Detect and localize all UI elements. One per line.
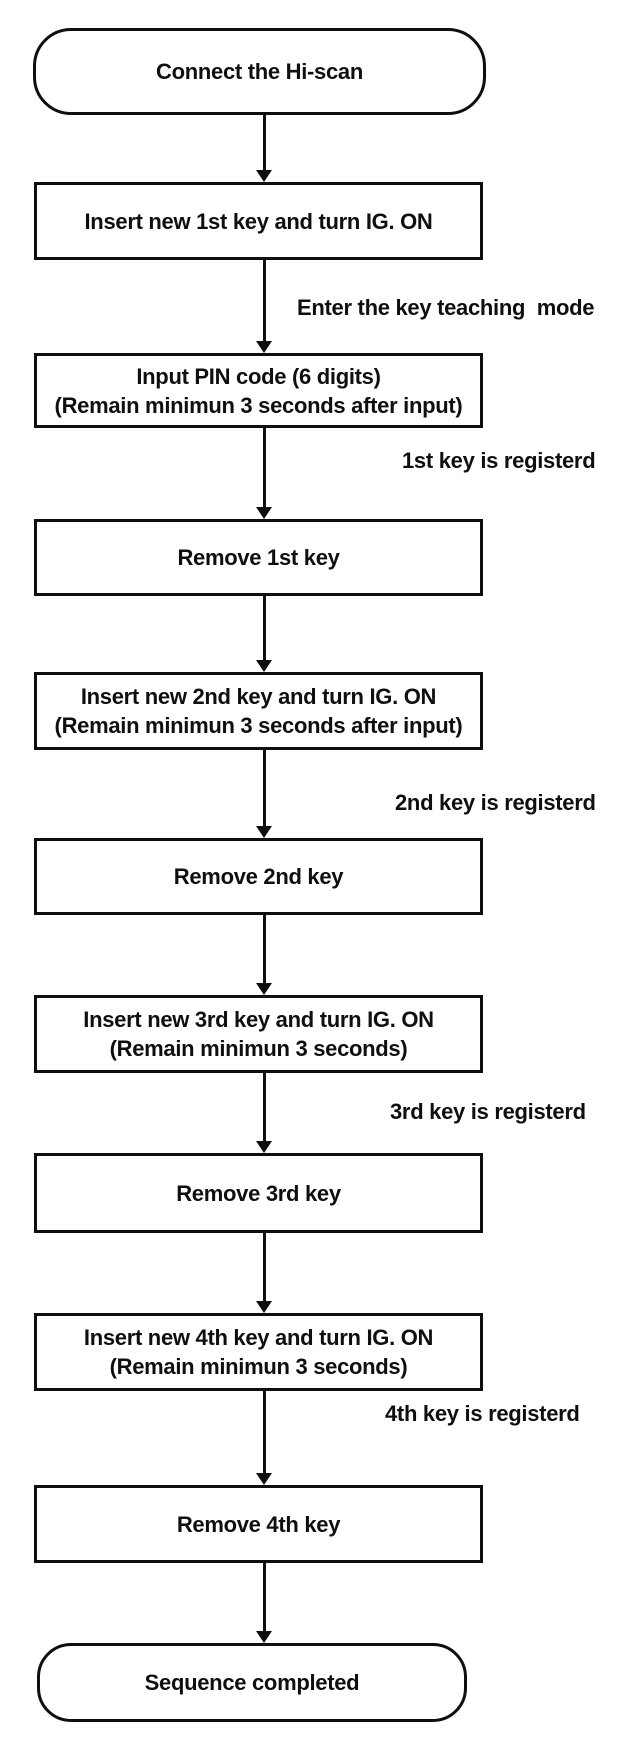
arrow-line xyxy=(262,260,266,343)
node-label-line2: (Remain minimun 3 seconds after input) xyxy=(54,713,463,738)
edge-label-2nd-key-registered: 2nd key is registerd xyxy=(395,790,596,815)
node-insert-4th-key: Insert new 4th key and turn IG. ON (Rema… xyxy=(34,1313,483,1391)
arrow-line xyxy=(262,115,266,172)
node-remove-3rd-key: Remove 3rd key xyxy=(34,1153,483,1233)
arrow-head-icon xyxy=(256,170,272,182)
node-label: Connect the Hi-scan xyxy=(156,59,363,84)
arrow-head-icon xyxy=(256,1631,272,1643)
node-label: Remove 1st key xyxy=(177,545,340,570)
arrow-head-icon xyxy=(256,341,272,353)
down-arrow-7 xyxy=(251,1073,277,1153)
node-label-line2: (Remain minimun 3 seconds) xyxy=(109,1036,408,1061)
edge-label-1st-key-registered: 1st key is registerd xyxy=(402,448,596,473)
node-remove-2nd-key: Remove 2nd key xyxy=(34,838,483,915)
down-arrow-10 xyxy=(251,1563,277,1643)
arrow-line xyxy=(262,1391,266,1475)
arrow-head-icon xyxy=(256,660,272,672)
node-insert-2nd-key: Insert new 2nd key and turn IG. ON (Rema… xyxy=(34,672,483,750)
down-arrow-9 xyxy=(251,1391,277,1485)
arrow-line xyxy=(262,1073,266,1143)
arrow-head-icon xyxy=(256,1301,272,1313)
node-label-line1: Input PIN code (6 digits) xyxy=(136,363,381,389)
node-insert-3rd-key: Insert new 3rd key and turn IG. ON (Rema… xyxy=(34,995,483,1073)
node-remove-4th-key: Remove 4th key xyxy=(34,1485,483,1563)
down-arrow-6 xyxy=(251,915,277,995)
node-label: Remove 4th key xyxy=(176,1511,341,1537)
arrow-head-icon xyxy=(256,1473,272,1485)
arrow-line xyxy=(262,750,266,828)
node-label: Insert new 1st key and turn IG. ON xyxy=(84,208,433,234)
node-insert-1st-key: Insert new 1st key and turn IG. ON xyxy=(34,182,483,260)
node-label-line1: Insert new 2nd key and turn IG. ON xyxy=(80,684,437,709)
down-arrow-5 xyxy=(251,750,277,838)
node-remove-1st-key: Remove 1st key xyxy=(34,519,483,596)
down-arrow-2 xyxy=(251,260,277,353)
arrow-line xyxy=(262,915,266,985)
down-arrow-4 xyxy=(251,596,277,672)
down-arrow-8 xyxy=(251,1233,277,1313)
arrow-head-icon xyxy=(256,826,272,838)
node-label-line1: Insert new 3rd key and turn IG. ON xyxy=(83,1007,434,1032)
arrow-head-icon xyxy=(256,1141,272,1153)
node-sequence-completed: Sequence completed xyxy=(37,1643,467,1722)
node-connect-hi-scan: Connect the Hi-scan xyxy=(33,28,486,115)
node-label-line2: (Remain minimun 3 seconds after input) xyxy=(54,392,463,418)
node-input-pin-code: Input PIN code (6 digits) (Remain minimu… xyxy=(34,353,483,428)
arrow-head-icon xyxy=(256,507,272,519)
arrow-line xyxy=(262,596,266,662)
arrow-line xyxy=(262,1233,266,1303)
node-label: Sequence completed xyxy=(144,1670,360,1695)
node-label: Remove 3rd key xyxy=(176,1180,341,1206)
arrow-line xyxy=(262,428,266,509)
node-label-line2: (Remain minimun 3 seconds) xyxy=(109,1354,408,1379)
arrow-line xyxy=(262,1563,266,1633)
down-arrow-1 xyxy=(251,115,277,182)
edge-label-4th-key-registered: 4th key is registerd xyxy=(385,1401,580,1426)
edge-label-3rd-key-registered: 3rd key is registerd xyxy=(390,1099,586,1124)
arrow-head-icon xyxy=(256,983,272,995)
node-label-line1: Insert new 4th key and turn IG. ON xyxy=(83,1325,434,1350)
edge-label-enter-teaching-mode: Enter the key teaching mode xyxy=(297,295,595,320)
down-arrow-3 xyxy=(251,428,277,519)
node-label: Remove 2nd key xyxy=(173,864,344,889)
